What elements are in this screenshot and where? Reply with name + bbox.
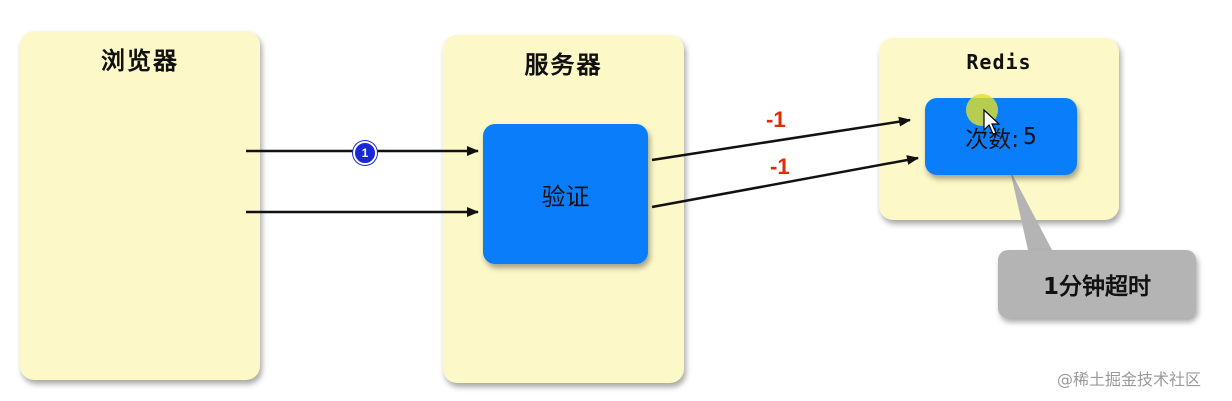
decrement-arrow-2 <box>651 155 919 209</box>
server-title: 服务器 <box>524 51 603 79</box>
verify-box: 验证 <box>483 124 648 264</box>
callout-pointer <box>1010 170 1052 250</box>
count-box: 次数: 5 <box>925 98 1077 175</box>
timeout-callout: 1分钟超时 <box>998 250 1196 318</box>
redis-title: Redis <box>966 50 1032 74</box>
mouse-pointer-icon <box>983 108 1001 135</box>
decrement-label-lower: -1 <box>770 154 790 179</box>
browser-panel: 浏览器 <box>20 31 260 380</box>
step-badge: 1 <box>353 141 377 165</box>
decrement-arrow-1 <box>651 116 911 162</box>
browser-title: 浏览器 <box>101 47 179 75</box>
verify-label: 验证 <box>541 182 590 211</box>
watermark: @稀土掘金技术社区 <box>1057 370 1202 389</box>
decrement-label-upper: -1 <box>766 107 786 132</box>
timeout-callout-text: 1分钟超时 <box>1042 274 1151 300</box>
count-value: 5 <box>1022 123 1037 150</box>
